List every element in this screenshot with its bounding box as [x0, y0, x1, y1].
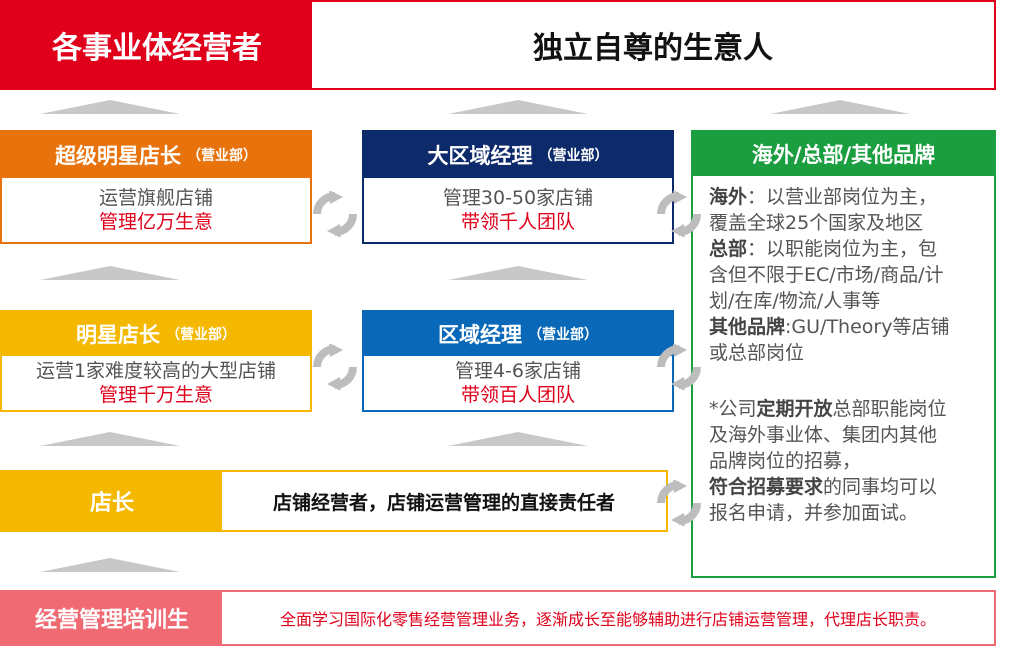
- card-body: 海外：以营业部岗位为主， 覆盖全球25个国家及地区 总部：以职能岗位为主，包 含…: [709, 184, 993, 526]
- trainee-label: 经营管理培训生: [2, 592, 222, 644]
- card-star-manager: 明星店长 （营业部） 运营1家难度较高的大型店铺 管理千万生意: [0, 310, 312, 412]
- card-line: 运营旗舰店铺: [98, 187, 213, 209]
- card-subtitle: （营业部）: [528, 327, 598, 343]
- card-highlight: 带领千人团队: [460, 211, 575, 233]
- card-super-star-manager: 超级明星店长 （营业部） 运营旗舰店铺 管理亿万生意: [0, 130, 312, 244]
- card-header: 大区域经理 （营业部）: [364, 132, 672, 178]
- cycle-arrows-icon: [312, 191, 358, 237]
- store-manager-label: 店长: [2, 472, 222, 530]
- arrow-up-icon: [448, 100, 588, 114]
- card-subtitle: （营业部）: [166, 327, 236, 343]
- top-left-label: 各事业体经营者: [2, 2, 312, 88]
- overseas-line: 覆盖全球25个国家及地区: [709, 212, 924, 234]
- card-title: 超级明星店长: [55, 144, 181, 168]
- hq-line: 划/在库/物流/人事等: [709, 290, 881, 312]
- trainee-desc: 全面学习国际化零售经营管理业务，逐渐成长至能够辅助进行店铺运营管理，代理店长职责…: [279, 610, 936, 629]
- trainee-bar: 经营管理培训生 全面学习国际化零售经营管理业务，逐渐成长至能够辅助进行店铺运营管…: [0, 590, 996, 646]
- card-subtitle: （营业部）: [187, 148, 257, 164]
- note-line: *公司定期开放总部职能岗位: [709, 398, 947, 420]
- card-body: 运营旗舰店铺 管理亿万生意: [2, 178, 310, 242]
- card-title: 区域经理: [438, 323, 522, 347]
- store-manager-bar: 店长 店铺经营者，店铺运营管理的直接责任者: [0, 470, 668, 532]
- arrow-up-icon: [40, 266, 180, 280]
- note-line: 及海外事业体、集团内其他: [709, 424, 938, 446]
- card-region-manager: 区域经理 （营业部） 管理4-6家店铺 带领百人团队: [362, 310, 674, 412]
- arrow-up-icon: [40, 558, 180, 572]
- note-line: 符合招募要求的同事均可以: [709, 476, 938, 498]
- hq-keyword: 总部: [709, 238, 748, 260]
- card-header: 区域经理 （营业部）: [364, 312, 672, 356]
- overseas-line: 海外：以营业部岗位为主，: [709, 186, 938, 208]
- hq-line: 总部：以职能岗位为主，包: [709, 238, 938, 260]
- note-highlight: 定期开放: [756, 398, 833, 420]
- top-banner: 各事业体经营者 独立自尊的生意人: [0, 0, 996, 90]
- card-line: 运营1家难度较高的大型店铺: [35, 360, 277, 382]
- arrow-up-icon: [40, 100, 180, 114]
- note-line: 品牌岗位的招募，: [709, 450, 862, 472]
- card-highlight: 管理千万生意: [98, 384, 213, 406]
- card-title: 大区域经理: [427, 144, 533, 168]
- card-header: 明星店长 （营业部）: [2, 312, 310, 356]
- arrow-up-icon: [448, 266, 588, 280]
- top-right-text: 独立自尊的生意人: [533, 31, 773, 66]
- card-body: 管理30-50家店铺 带领千人团队: [364, 178, 672, 242]
- card-highlight: 管理亿万生意: [98, 211, 213, 233]
- card-subtitle: （营业部）: [538, 148, 609, 164]
- overseas-keyword: 海外: [709, 186, 748, 208]
- card-big-region-manager: 大区域经理 （营业部） 管理30-50家店铺 带领千人团队: [362, 130, 674, 244]
- card-line: 管理4-6家店铺: [454, 360, 582, 382]
- arrow-up-icon: [770, 100, 910, 114]
- hq-line: 含但不限于EC/市场/商品/计: [709, 264, 944, 286]
- note-line: 报名申请，并参加面试。: [709, 502, 919, 524]
- note-highlight: 符合招募要求: [709, 476, 824, 498]
- arrow-up-icon: [40, 432, 180, 446]
- cycle-arrows-icon: [656, 344, 702, 390]
- cycle-arrows-icon: [656, 191, 702, 237]
- card-title: 明星店长: [76, 323, 160, 347]
- card-highlight: 带领百人团队: [460, 384, 575, 406]
- card-body: 管理4-6家店铺 带领百人团队: [364, 356, 672, 410]
- store-manager-desc: 店铺经营者，店铺运营管理的直接责任者: [272, 491, 615, 514]
- cycle-arrows-icon: [312, 344, 358, 390]
- arrow-up-icon: [448, 432, 588, 446]
- card-header: 超级明星店长 （营业部）: [2, 132, 310, 178]
- card-line: 管理30-50家店铺: [442, 187, 594, 209]
- card-overseas-hq-brands: 海外/总部/其他品牌 海外：以营业部岗位为主， 覆盖全球25个国家及地区 总部：…: [691, 130, 996, 578]
- brands-line: 其他品牌:GU/Theory等店铺: [709, 316, 950, 338]
- brands-line: 或总部岗位: [709, 342, 805, 364]
- cycle-arrows-icon: [656, 480, 702, 526]
- brands-keyword: 其他品牌: [709, 316, 786, 338]
- card-header: 海外/总部/其他品牌: [693, 132, 994, 176]
- card-body: 运营1家难度较高的大型店铺 管理千万生意: [2, 356, 310, 410]
